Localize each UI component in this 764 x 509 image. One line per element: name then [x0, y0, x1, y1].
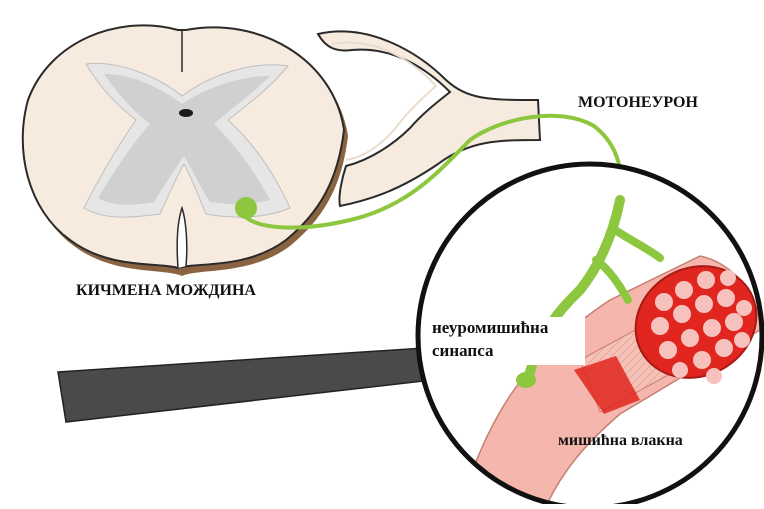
- muscle-fibers-label: мишићна влакна: [558, 432, 683, 450]
- motor-neuron-label: МОТОНЕУРОН: [578, 94, 698, 112]
- synapse-label-line1: неуромишићна: [432, 318, 548, 338]
- central-canal: [179, 109, 193, 117]
- synapse-label-line2: синапса: [432, 341, 493, 361]
- motor-neuron-soma: [235, 197, 257, 219]
- synapse-terminal: [516, 372, 536, 388]
- spinal-cord-label: КИЧМЕНА МОЖДИНА: [76, 282, 256, 300]
- magnifier-handle: [58, 348, 432, 422]
